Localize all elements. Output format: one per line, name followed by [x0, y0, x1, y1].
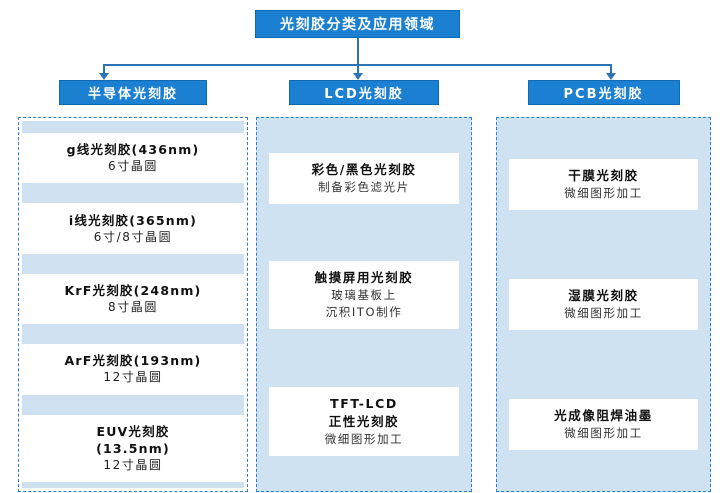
category-column-pcb: PCB光刻胶 干膜光刻胶 微细图形加工 湿膜光刻胶 微细图形加工 光成像阻焊油墨…: [496, 80, 711, 492]
item-subtitle: 制备彩色滤光片: [318, 179, 410, 194]
list-item: i线光刻胶(365nm) 6寸/8寸晶圆: [22, 203, 244, 254]
column-header-lcd: LCD光刻胶: [289, 80, 439, 105]
category-column-lcd: LCD光刻胶 彩色/黑色光刻胶 制备彩色滤光片 触摸屏用光刻胶 玻璃基板上 沉积…: [256, 80, 472, 492]
item-title: 彩色/黑色光刻胶: [311, 161, 417, 177]
list-item: 光成像阻焊油墨 微细图形加工: [509, 399, 698, 451]
item-title: ArF光刻胶(193nm): [64, 353, 202, 369]
list-item: EUV光刻胶 (13.5nm) 12寸晶圆: [22, 414, 244, 483]
item-title-second-line: 正性光刻胶: [328, 414, 400, 430]
item-subtitle: 6寸/8寸晶圆: [93, 229, 173, 244]
list-item: 干膜光刻胶 微细图形加工: [509, 158, 698, 210]
connector-vertical-main: [357, 38, 359, 66]
item-subtitle: 8寸晶圆: [107, 300, 159, 315]
list-item: ArF光刻胶(193nm) 12寸晶圆: [22, 344, 244, 395]
column-header-pcb: PCB光刻胶: [527, 80, 680, 105]
list-item: 触摸屏用光刻胶 玻璃基板上 沉积ITO制作: [269, 261, 459, 330]
column-header-semiconductor: 半导体光刻胶: [59, 80, 207, 105]
item-subtitle: 微细图形加工: [564, 305, 643, 320]
connector-drop-1: [103, 64, 105, 74]
item-title: KrF光刻胶(248nm): [64, 283, 202, 299]
connector-drop-3: [610, 64, 612, 74]
item-title: TFT-LCD: [330, 396, 398, 412]
arrow-head-icon-1: [99, 73, 109, 80]
list-item: KrF光刻胶(248nm) 8寸晶圆: [22, 273, 244, 325]
item-title: i线光刻胶(365nm): [68, 212, 198, 228]
stripe-band: [22, 482, 244, 489]
item-title: 湿膜光刻胶: [568, 287, 639, 303]
list-item: 彩色/黑色光刻胶 制备彩色滤光片: [269, 152, 459, 204]
item-subtitle: 玻璃基板上: [331, 288, 397, 303]
item-subtitle: 6寸晶圆: [107, 159, 159, 174]
item-title-second-line: (13.5nm): [96, 440, 170, 456]
item-subtitle: 微细图形加工: [564, 426, 643, 441]
list-item: 湿膜光刻胶 微细图形加工: [509, 278, 698, 330]
item-title: 光成像阻焊油墨: [554, 408, 653, 424]
item-title: EUV光刻胶: [96, 423, 170, 439]
item-subtitle: 12寸晶圆: [103, 370, 163, 385]
list-item: g线光刻胶(436nm) 6寸晶圆: [22, 133, 244, 184]
item-subtitle: 12寸晶圆: [103, 457, 163, 472]
item-subtitle: 微细图形加工: [564, 185, 643, 200]
column-body-semiconductor: g线光刻胶(436nm) 6寸晶圆 i线光刻胶(365nm) 6寸/8寸晶圆 K…: [18, 117, 248, 492]
item-title: g线光刻胶(436nm): [66, 142, 200, 158]
stripe-band: [22, 183, 244, 204]
item-subtitle-second-line: 沉积ITO制作: [325, 305, 403, 320]
column-body-pcb: 干膜光刻胶 微细图形加工 湿膜光刻胶 微细图形加工 光成像阻焊油墨 微细图形加工: [496, 117, 711, 492]
item-title: 干膜光刻胶: [568, 167, 639, 183]
arrow-head-icon-2: [353, 73, 363, 80]
list-item: TFT-LCD 正性光刻胶 微细图形加工: [269, 387, 459, 457]
stripe-band: [22, 394, 244, 415]
stripe-band: [22, 121, 244, 133]
stripe-band: [22, 324, 244, 345]
column-body-lcd: 彩色/黑色光刻胶 制备彩色滤光片 触摸屏用光刻胶 玻璃基板上 沉积ITO制作 T…: [256, 117, 472, 492]
diagram-title: 光刻胶分类及应用领域: [255, 10, 460, 38]
stripe-band: [22, 253, 244, 274]
item-subtitle: 微细图形加工: [324, 432, 404, 447]
category-column-semiconductor: 半导体光刻胶 g线光刻胶(436nm) 6寸晶圆 i线光刻胶(365nm) 6寸…: [18, 80, 248, 492]
connector-drop-2: [357, 64, 359, 74]
item-title: 触摸屏用光刻胶: [314, 270, 414, 286]
arrow-head-icon-3: [606, 73, 616, 80]
